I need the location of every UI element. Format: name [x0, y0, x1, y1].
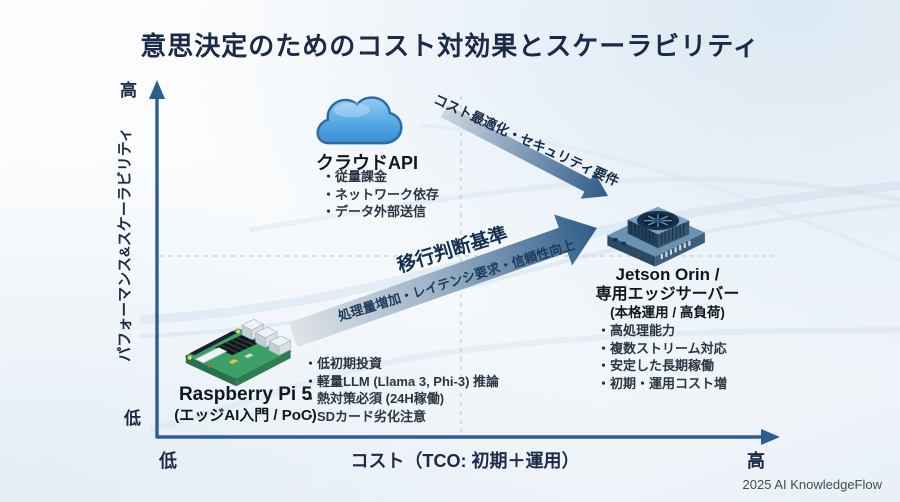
cloud-icon [316, 96, 403, 145]
x-axis-high-label: 高 [747, 451, 765, 471]
raspi-name-block: Raspberry Pi 5 (エッジAI入門 / PoC) [163, 383, 328, 425]
jetson-bullet-list: ・高処理能力 ・複数ストリーム対応 ・安定した長期稼働 ・初期・運用コスト増 [597, 322, 727, 392]
x-axis-low-label: 低 [159, 451, 177, 471]
x-axis-title: コスト（TCO: 初期＋運用） [350, 451, 580, 471]
cloud-api-label: クラウドAPI [315, 153, 418, 173]
arrow-cloud-to-edge [440, 104, 608, 199]
jetson-bullet: ・高処理能力 [597, 323, 676, 338]
x-axis-arrowhead [761, 429, 780, 445]
cloud-bullet: ・データ外部送信 [322, 204, 427, 220]
raspi-name-line2: (エッジAI入門 / PoC) [174, 407, 317, 424]
page-title: 意思決定のためのコスト対効果とスケーラビリティ [140, 31, 760, 61]
jetson-bullet: ・安定した長期稼働 [597, 358, 715, 374]
x-axis [156, 429, 780, 445]
raspberry-pi-icon [184, 319, 292, 387]
y-axis-arrowhead [149, 80, 165, 99]
footer-credit: 2025 AI KnowledgeFlow [742, 477, 882, 492]
raspi-bullet: ・熱対策必須 (24H稼働) [304, 391, 445, 407]
wave-line [419, 123, 900, 262]
jetson-name-block: Jetson Orin / 専用エッジサーバー (本格運用 / 高負荷) [585, 265, 750, 321]
wave-line [149, 327, 900, 433]
y-axis-high-label: 高 [120, 81, 137, 100]
jetson-bullet: ・初期・運用コスト増 [597, 375, 728, 391]
cloud-bullet-list: ・従量課金 ・ネットワーク依存 ・データ外部送信 [322, 168, 439, 221]
cloud-bullet: ・従量課金 [322, 169, 388, 184]
jetson-bullet: ・複数ストリーム対応 [597, 340, 727, 356]
raspi-bullet-list: ・低初期投資 ・軽量LLM (Llama 3, Phi-3) 推論 ・熱対策必須… [304, 355, 499, 425]
raspi-name-line1: Raspberry Pi 5 [178, 384, 313, 405]
jetson-icon [607, 206, 705, 267]
y-axis-title: パフォーマンス&スケーラビリティ [116, 127, 134, 362]
raspi-bullet: ・軽量LLM (Llama 3, Phi-3) 推論 [304, 373, 500, 389]
raspi-bullet: ・SDカード劣化注意 [304, 408, 427, 424]
y-axis-low-label: 低 [124, 409, 141, 428]
y-axis [149, 80, 165, 438]
arrow-pi-to-edge [288, 214, 597, 348]
raspi-bullet: ・低初期投資 [304, 356, 383, 371]
jetson-name-line1: Jetson Orin / [615, 265, 720, 284]
jetson-name-line2: 専用エッジサーバー [595, 286, 740, 303]
wave-line [249, 176, 900, 233]
jetson-name-line3: (本格運用 / 高負荷) [610, 305, 725, 320]
cloud-bullet: ・ネットワーク依存 [322, 186, 440, 202]
